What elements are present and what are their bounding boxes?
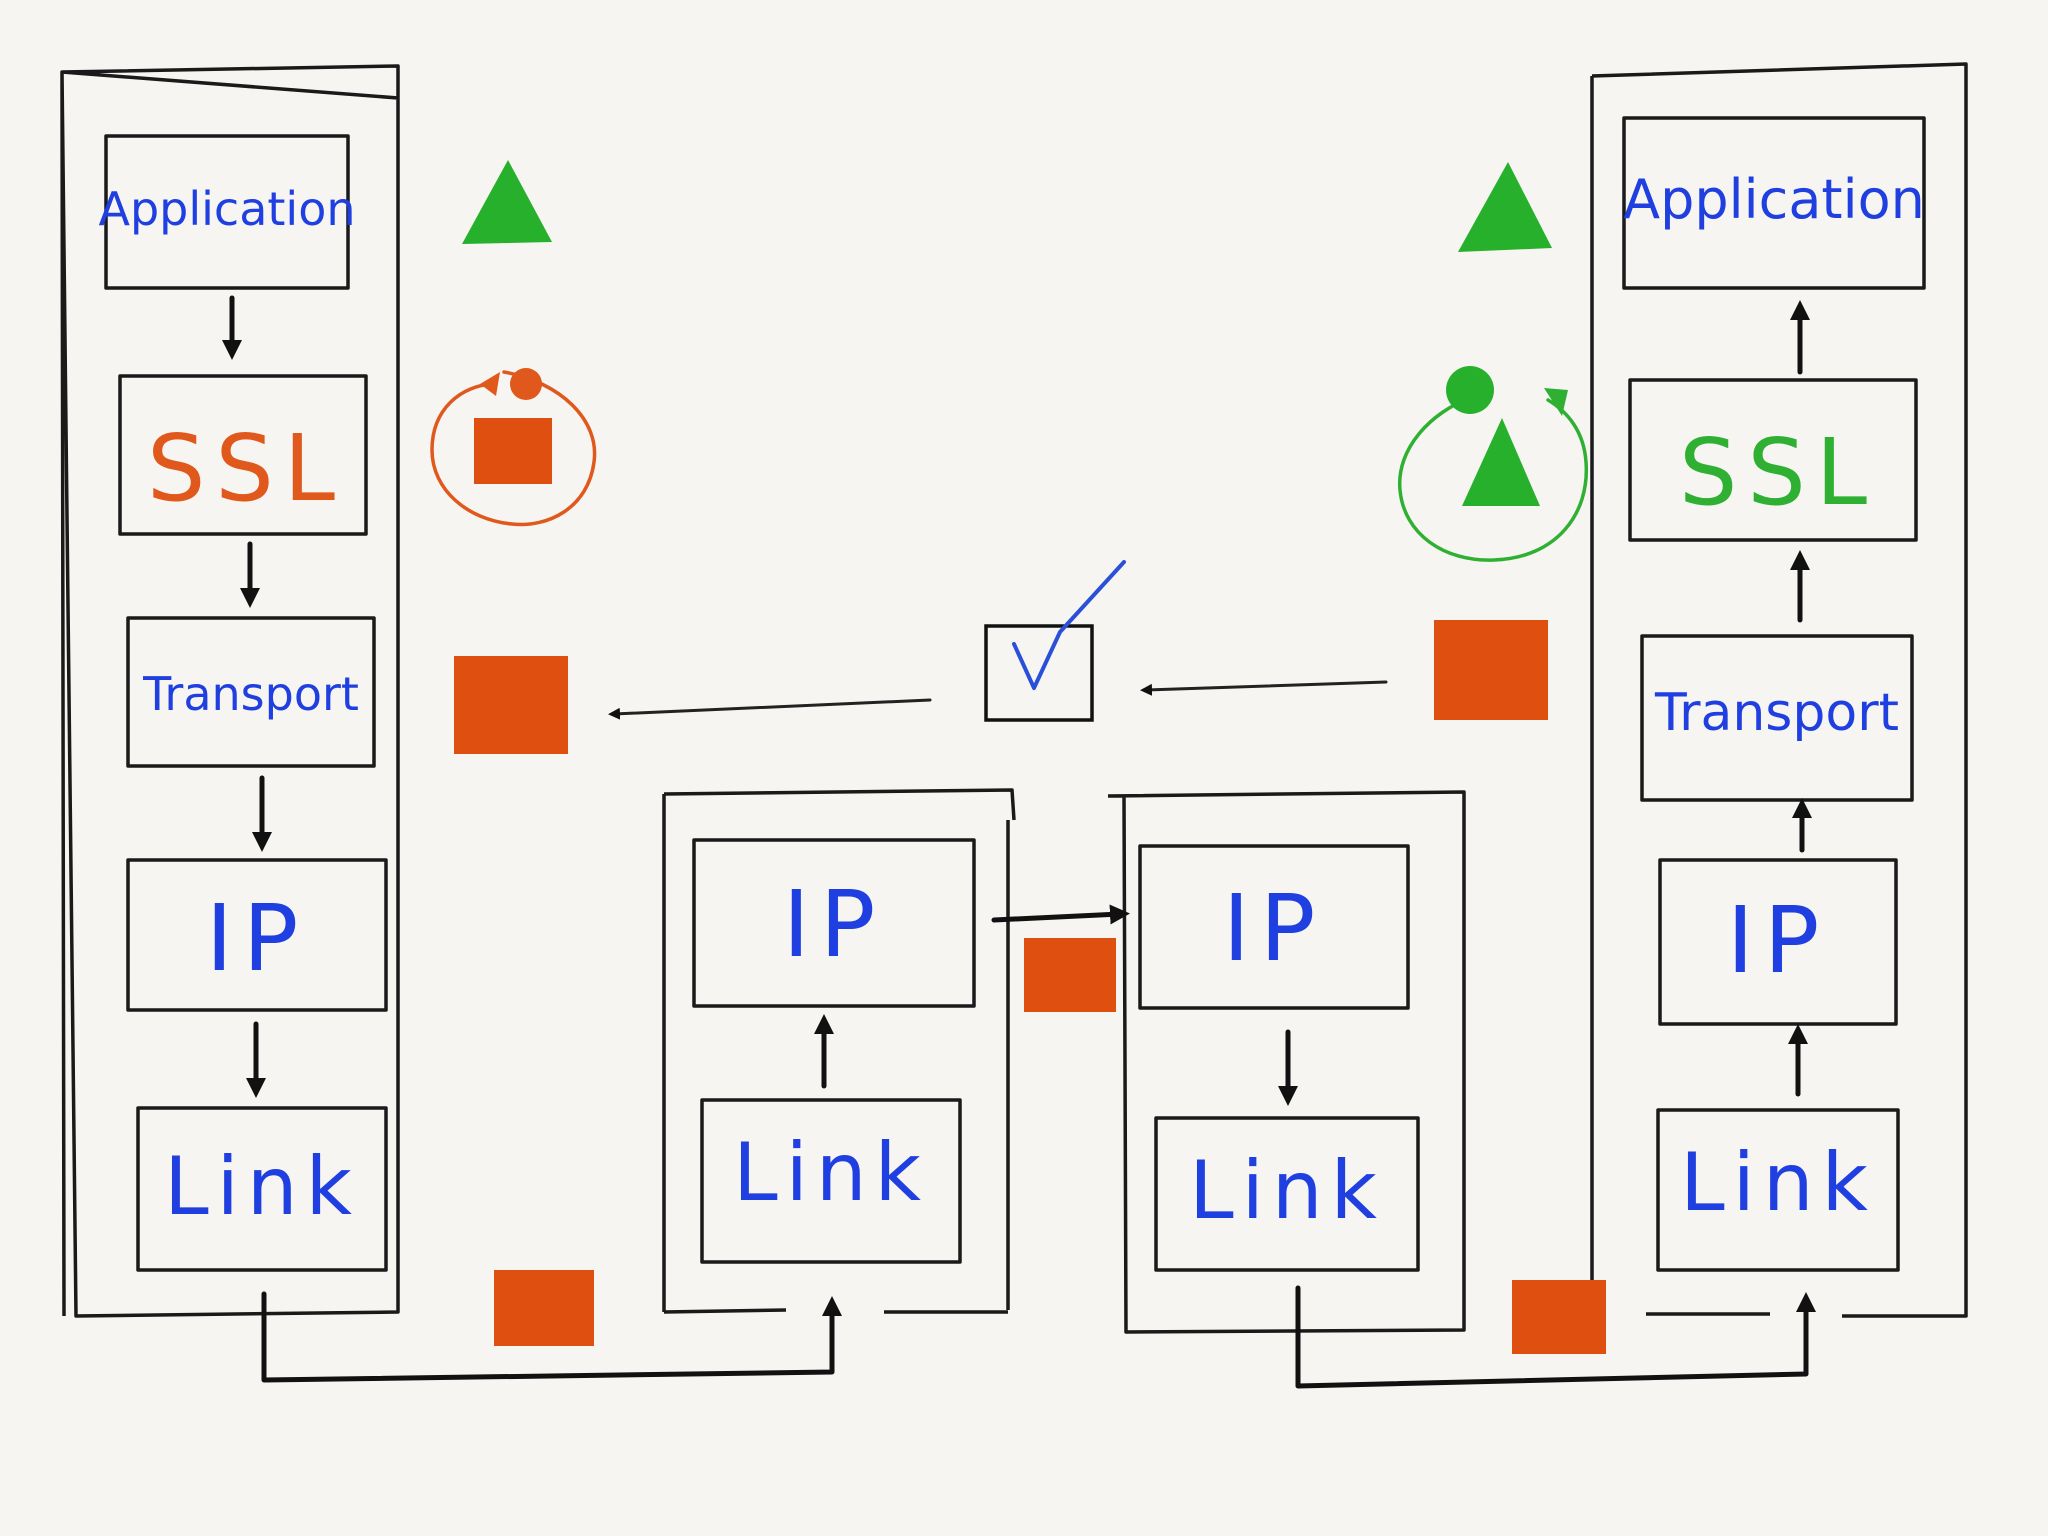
- router-a-ip-box: [692, 838, 976, 1008]
- encrypt-cycle-icon: [430, 368, 597, 527]
- receiver-stack: Application SSL Transport IP Link: [1590, 62, 1968, 1318]
- arrow-ack-to-sender: [608, 698, 932, 720]
- receiver-transport-label: Transport: [1654, 683, 1899, 743]
- router-b-ip-label: IP: [1223, 875, 1326, 982]
- router-a: IP Link: [662, 788, 1016, 1314]
- wire-sender-to-router-a: [261, 1291, 842, 1383]
- ciphertext-square-icon-3: [1024, 938, 1116, 1012]
- ciphertext-square-icon-1: [454, 656, 568, 754]
- receiver-container: [1590, 62, 1968, 1318]
- router-b-link-box: [1154, 1116, 1420, 1272]
- sender-stack: Application SSL Transport IP Link: [60, 64, 400, 1318]
- router-a-link-label: Link: [733, 1126, 929, 1219]
- receiver-link-box: [1656, 1108, 1900, 1272]
- checkbox-icon: [984, 560, 1126, 722]
- router-b-ip-box: [1138, 844, 1410, 1010]
- router-b-link-label: Link: [1189, 1144, 1385, 1237]
- router-b: IP Link: [1107, 790, 1466, 1334]
- sender-transport-label: Transport: [142, 667, 359, 721]
- receiver-ip-label: IP: [1727, 887, 1830, 994]
- sender-link-label: Link: [164, 1140, 360, 1233]
- router-a-link-box: [700, 1098, 962, 1264]
- ciphertext-square-icon-5: [1512, 1280, 1606, 1354]
- sender-application-label: Application: [98, 182, 355, 236]
- sender-application-box: [104, 134, 350, 290]
- router-a-ip-label: IP: [783, 871, 886, 978]
- ciphertext-square-icon-2: [1434, 620, 1548, 720]
- receiver-ssl-label: SSL: [1679, 419, 1877, 526]
- receiver-link-label: Link: [1680, 1136, 1876, 1229]
- decrypt-cycle-icon: [1398, 366, 1589, 562]
- receiver-application-label: Application: [1623, 168, 1925, 231]
- plaintext-triangle-icon-left: [462, 160, 552, 244]
- wire-router-b-to-receiver: [1295, 1285, 1816, 1389]
- router-b-container: [1107, 790, 1466, 1334]
- sender-container: [60, 64, 400, 1318]
- sender-transport-box: [126, 616, 376, 768]
- sender-ssl-label: SSL: [147, 415, 345, 522]
- arrow-router-a-to-router-b: [991, 904, 1130, 925]
- sender-ip-label: IP: [206, 885, 309, 992]
- receiver-ssl-box: [1628, 378, 1918, 542]
- receiver-application-box: [1622, 116, 1926, 290]
- receiver-transport-box: [1640, 634, 1914, 802]
- sender-link-box: [136, 1106, 388, 1272]
- ciphertext-square-icon-4: [494, 1270, 594, 1346]
- receiver-ip-box: [1658, 858, 1898, 1026]
- router-a-container: [662, 788, 1016, 1314]
- sender-ip-box: [126, 858, 388, 1012]
- arrow-receiver-to-ack: [1140, 680, 1388, 696]
- plaintext-triangle-icon-right: [1458, 162, 1552, 252]
- sender-ssl-box: [118, 374, 368, 536]
